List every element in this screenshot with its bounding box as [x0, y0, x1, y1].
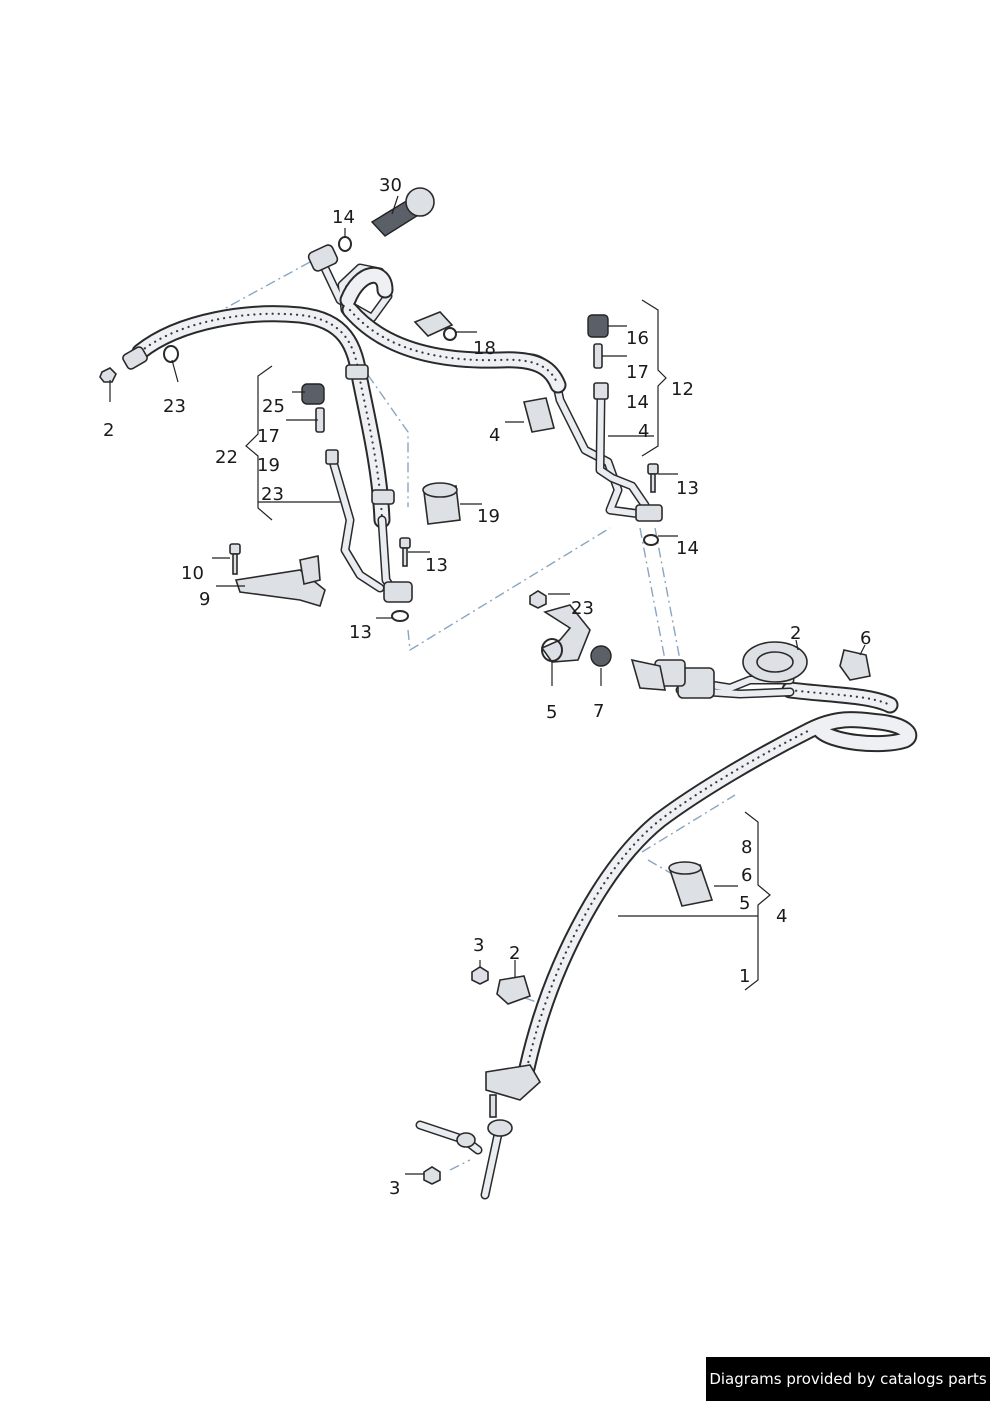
callout-labels: 30 14 2 23 18 16 17 14 12 4 4 25 17 22 1…: [103, 175, 871, 1199]
callout-label: 2: [509, 943, 520, 964]
callout-label: 22: [215, 447, 238, 468]
callout-label: 3: [473, 935, 484, 956]
hose-assembly-upper: [307, 244, 645, 519]
nut-icon: [423, 1166, 441, 1185]
callout-label: 17: [257, 426, 280, 447]
hose-assembly-1: [415, 641, 918, 1200]
hose-nut: [307, 244, 339, 272]
bolt-head-icon: [399, 537, 411, 549]
valve-cap-icon: [587, 314, 609, 338]
o-ring-icon: [541, 638, 563, 662]
sleeve-top: [668, 861, 702, 875]
callout-label: 4: [776, 906, 787, 927]
leader-lines: [109, 195, 866, 1175]
o-ring-icon: [643, 534, 659, 546]
callout-label: 4: [638, 421, 649, 442]
service-valve-port: [325, 449, 339, 465]
expansion-valve-port: [405, 187, 435, 217]
hose-assembly-22: [122, 305, 413, 603]
callout-label: 13: [676, 478, 699, 499]
callout-label: 9: [199, 589, 210, 610]
bolt-shank-icon: [402, 547, 408, 567]
callout-label: 2: [790, 623, 801, 644]
callout-label: 14: [332, 207, 355, 228]
o-ring-icon: [338, 236, 352, 252]
callout-label: 18: [473, 338, 496, 359]
pipe-nut: [487, 1119, 513, 1137]
callout-label: 17: [626, 362, 649, 383]
hose-end-fitting: [122, 346, 148, 370]
assembly-lines: [221, 261, 736, 1171]
clip-icon: [496, 975, 531, 1005]
callout-label: 1: [739, 966, 750, 987]
clip-icon: [413, 311, 454, 337]
valve-core-icon: [593, 343, 603, 369]
callout-label: 14: [626, 392, 649, 413]
nut-icon: [529, 590, 547, 609]
callout-label: 23: [163, 396, 186, 417]
callout-label: 23: [261, 484, 284, 505]
grommet-icon: [590, 645, 612, 667]
callout-label: 7: [593, 701, 604, 722]
pipe-flange: [383, 581, 413, 603]
bolt-shank-icon: [232, 553, 238, 575]
nut-icon: [99, 367, 117, 383]
bolt-head-icon: [647, 463, 659, 475]
pipe-assembly-12: [593, 382, 663, 522]
o-ring-icon: [391, 610, 409, 622]
sleeve-top: [422, 482, 458, 498]
clip-icon: [839, 649, 871, 681]
pipe-nut: [456, 1132, 476, 1148]
callout-label: 19: [477, 506, 500, 527]
o-ring-icon: [443, 327, 457, 341]
hose-ferrule: [371, 489, 395, 505]
callout-label: 2: [103, 420, 114, 441]
callout-label: 19: [257, 455, 280, 476]
small-parts: [99, 187, 871, 1185]
hose-ferrule: [345, 364, 369, 380]
callout-label: 16: [626, 328, 649, 349]
bracket-clip-icon: [299, 555, 321, 585]
callout-label: 10: [181, 563, 204, 584]
footer-text: Diagrams provided by catalogs parts: [709, 1370, 987, 1388]
callout-label: 8: [741, 837, 752, 858]
callout-label: 23: [571, 598, 594, 619]
callout-label: 6: [741, 865, 752, 886]
service-valve-port: [593, 382, 609, 400]
callout-label: 25: [262, 396, 285, 417]
muffler-port: [756, 651, 794, 673]
pipe-flange: [635, 504, 663, 522]
sleeve-icon: [523, 397, 555, 433]
valve-cap-icon: [301, 383, 325, 405]
callout-label: 13: [425, 555, 448, 576]
callout-label: 13: [349, 622, 372, 643]
nut-icon: [471, 966, 489, 985]
bolt-shank-icon: [650, 473, 656, 493]
callout-label: 4: [489, 425, 500, 446]
o-ring-icon: [163, 345, 179, 363]
callout-label: 5: [546, 702, 557, 723]
bracket-icon: [630, 658, 667, 691]
callout-label: 30: [379, 175, 402, 196]
callout-label: 12: [671, 379, 694, 400]
footer-badge: Diagrams provided by catalogs parts: [706, 1357, 990, 1401]
hose-fitting-bracket: [485, 1064, 542, 1101]
callout-label: 3: [389, 1178, 400, 1199]
stud-icon: [489, 1094, 497, 1118]
bolt-head-icon: [229, 543, 241, 555]
callout-label: 5: [739, 893, 750, 914]
callout-label: 6: [860, 628, 871, 649]
callout-label: 14: [676, 538, 699, 559]
